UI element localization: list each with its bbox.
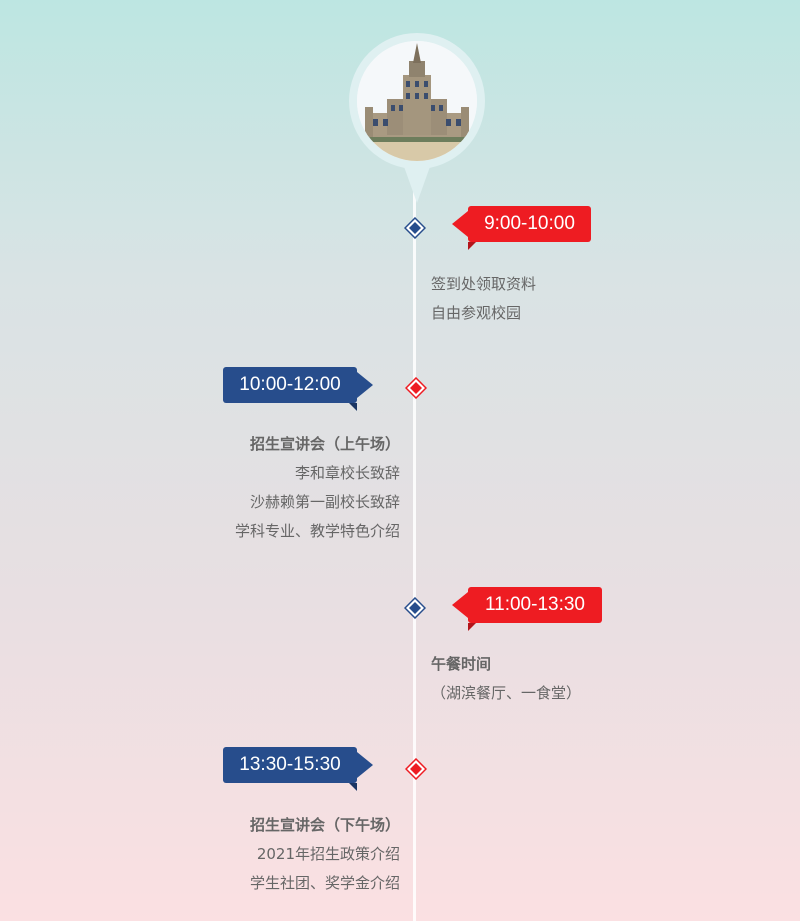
event-description-2: 招生宣讲会（上午场） 李和章校长致辞 沙赫赖第一副校长致辞 学科专业、教学特色介…: [180, 430, 400, 546]
event-title: 招生宣讲会（上午场）: [249, 435, 400, 453]
event-line: （湖滨餐厅、一食堂）: [431, 684, 582, 702]
time-tag-4: 13:30-15:30: [223, 747, 373, 791]
event-title: 招生宣讲会（下午场）: [249, 816, 400, 834]
timeline-marker-red-diamond: [405, 377, 427, 399]
time-tag-3: 11:00-13:30: [452, 587, 602, 631]
location-pin: [349, 33, 485, 203]
time-label: 13:30-15:30: [239, 754, 341, 775]
time-label: 11:00-13:30: [484, 594, 585, 615]
event-line: 学科专业、教学特色介绍: [234, 522, 400, 540]
time-label: 10:00-12:00: [239, 374, 341, 395]
event-line: 李和章校长致辞: [294, 464, 400, 482]
event-title: 午餐时间: [431, 655, 492, 673]
timeline-marker-red-diamond: [405, 758, 427, 780]
event-description-1: 签到处领取资料 自由参观校园: [431, 270, 536, 328]
event-line: 签到处领取资料: [431, 275, 537, 293]
event-line: 沙赫赖第一副校长致辞: [249, 493, 400, 511]
university-building-photo: [357, 41, 477, 161]
event-line: 2021年招生政策介绍: [256, 845, 400, 863]
event-line: 自由参观校园: [431, 304, 522, 322]
time-label: 9:00-10:00: [484, 213, 575, 234]
event-description-3: 午餐时间 （湖滨餐厅、一食堂）: [431, 650, 581, 708]
time-tag-1: 9:00-10:00: [452, 206, 591, 250]
timeline-marker-blue-diamond: [404, 597, 426, 619]
event-description-4: 招生宣讲会（下午场） 2021年招生政策介绍 学生社团、奖学金介绍: [180, 811, 400, 898]
time-tag-2: 10:00-12:00: [223, 367, 373, 411]
event-line: 学生社团、奖学金介绍: [249, 874, 400, 892]
timeline-line: [413, 190, 416, 921]
timeline-marker-blue-diamond: [404, 217, 426, 239]
